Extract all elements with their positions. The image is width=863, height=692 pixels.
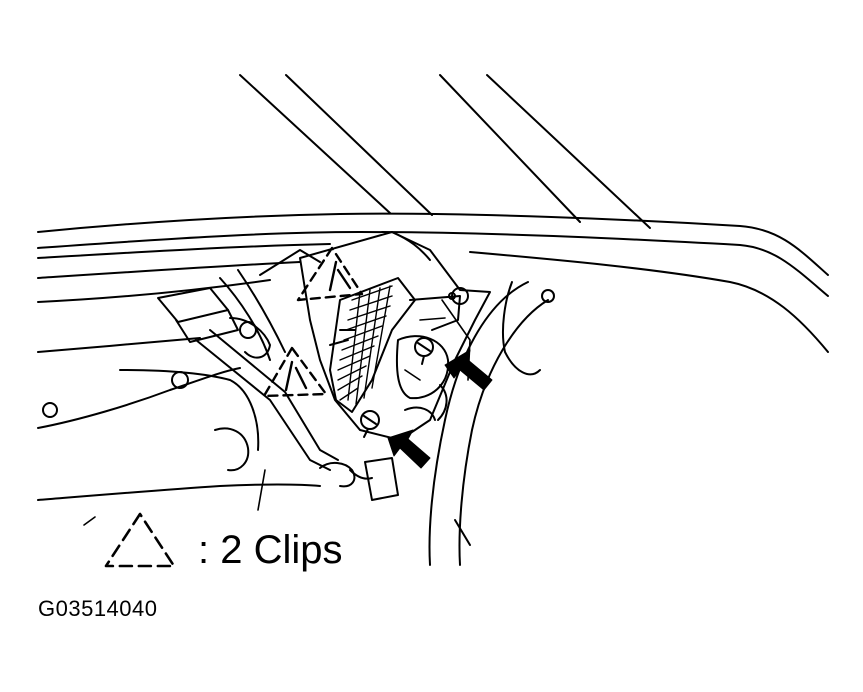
- wire-harness: [157, 287, 399, 501]
- legend-dashed-triangle-icon: [104, 512, 176, 568]
- lower-body-structure: [37, 249, 321, 501]
- grille-pattern: [337, 285, 393, 405]
- bolt-lower: [360, 410, 380, 438]
- bolt-upper: [414, 337, 434, 365]
- figure-id: G03514040: [38, 596, 158, 621]
- rear-pillar-lines: [239, 74, 651, 229]
- clip-marker-upper: [296, 246, 364, 302]
- wheel-arch: [428, 281, 555, 566]
- clip-marker-lower: [262, 346, 328, 398]
- detail-lines: [83, 299, 471, 526]
- legend-label: : 2 Clips: [198, 528, 343, 572]
- side-panel: [299, 231, 491, 441]
- arrow-icon-lower: [387, 429, 431, 469]
- clip-marker-upper-solid: [328, 260, 352, 292]
- clip-marker-lower-solid: [284, 360, 308, 392]
- upper-trim-rail: [37, 212, 829, 353]
